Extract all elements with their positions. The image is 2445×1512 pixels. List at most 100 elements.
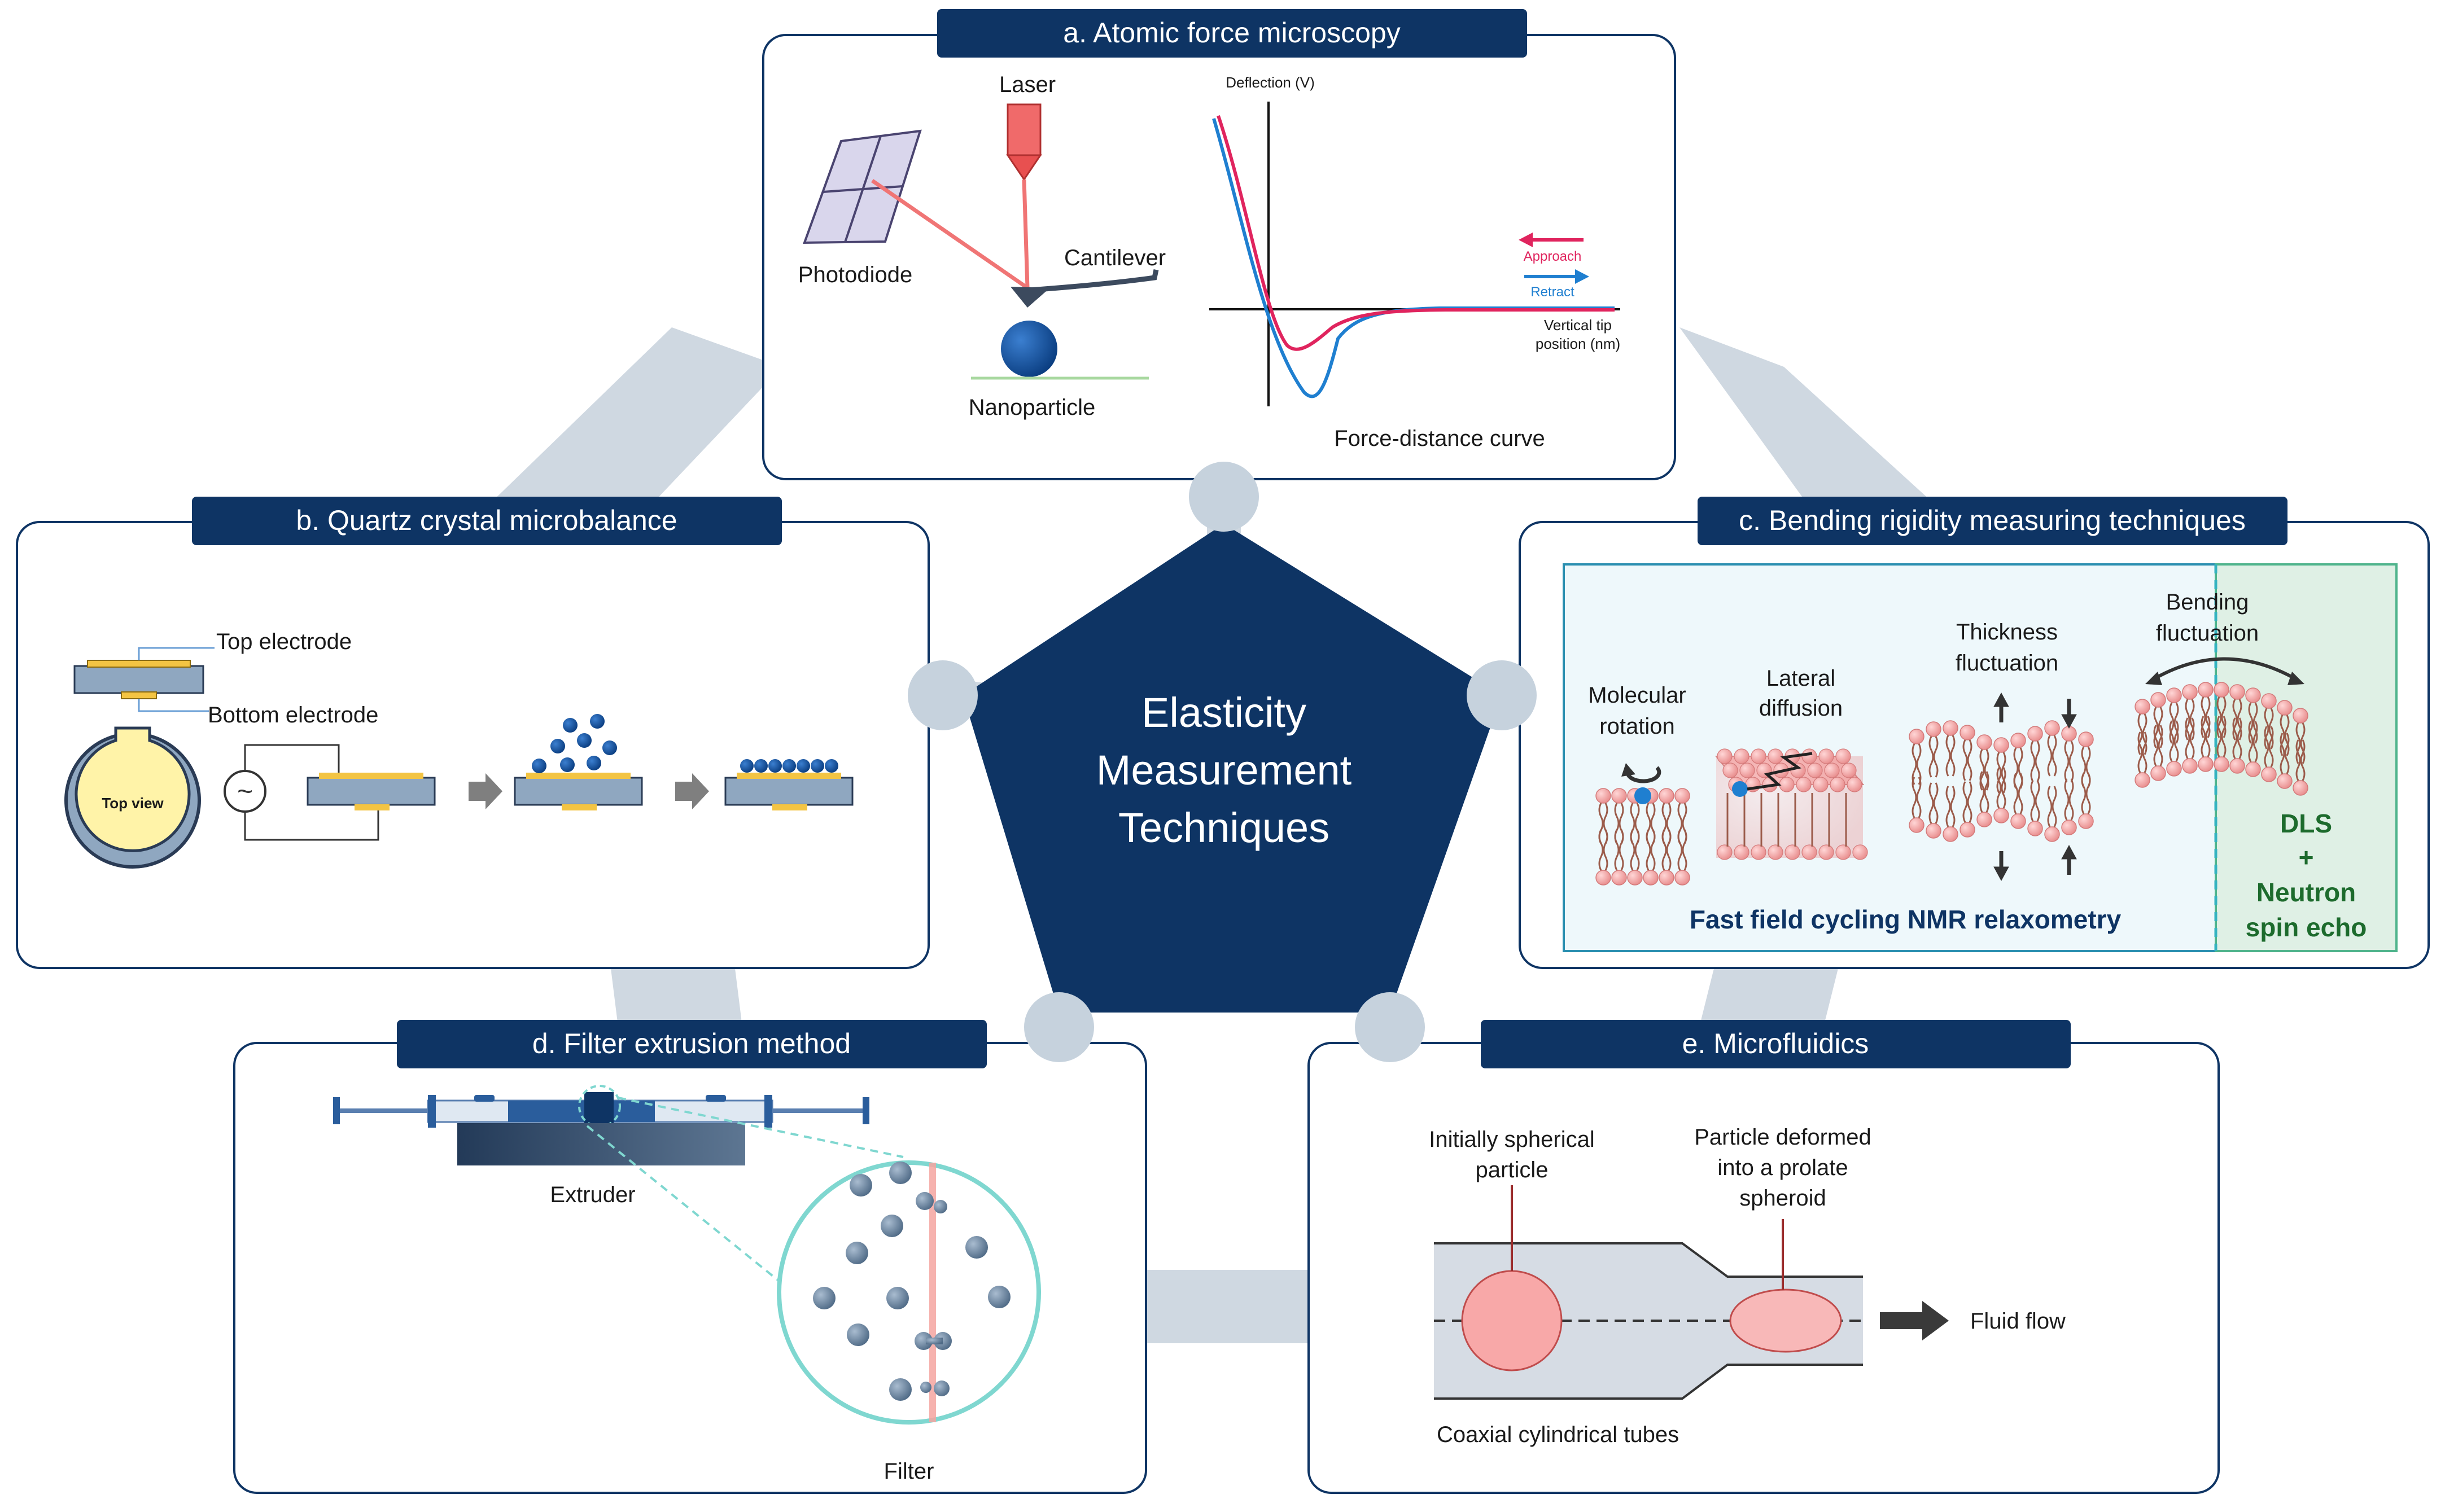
pentagon-shape <box>963 524 1502 1013</box>
vesicles <box>813 1162 1011 1401</box>
title-micro-text: e. Microfluidics <box>1682 1028 1869 1059</box>
joint-circles <box>908 462 1537 1062</box>
cantilever-icon <box>1011 269 1159 308</box>
connector-a-b <box>485 327 782 525</box>
bending-label-2: fluctuation <box>2156 621 2259 646</box>
joint-e <box>1355 992 1425 1062</box>
connector-d-e <box>1140 1270 1310 1343</box>
arrow-icon-2 <box>675 773 709 809</box>
title-afm: a. Atomic force microscopy <box>937 9 1527 58</box>
flow-arrow-icon <box>1880 1301 1949 1340</box>
spherical-particle <box>1461 1270 1563 1371</box>
force-distance-plot: Approach Retract Deflection (V) Vertical… <box>1209 74 1620 451</box>
joint-a <box>1189 462 1259 532</box>
retract-label: Retract <box>1530 284 1574 300</box>
thickness-label-1: Thickness <box>1956 620 2058 645</box>
approach-curve <box>1217 115 1615 351</box>
diffusion-path <box>1747 752 1813 791</box>
initial-label-2: particle <box>1476 1158 1549 1182</box>
deformed-label-3: spheroid <box>1739 1186 1826 1211</box>
title-filter: d. Filter extrusion method <box>397 1020 987 1068</box>
dls-label-3: Neutron <box>2256 878 2356 907</box>
qcm-circuit: ~ <box>224 714 854 841</box>
thickness-fluctuation-bilayer: Thickness fluctuation <box>1908 620 2094 882</box>
joint-b <box>908 660 978 730</box>
laser-beam-reflected <box>871 179 1029 290</box>
extruder-icon: Extruder <box>333 1085 869 1207</box>
qcm-top-view-icon: Top view <box>64 726 201 869</box>
bending-label-1: Bending <box>2166 590 2249 615</box>
microfluidic-channel: Initially spherical particle Particle de… <box>1429 1125 2066 1447</box>
adsorbing-particles <box>532 714 617 773</box>
lateral-diffusion-membrane: Lateral diffusion <box>1714 666 1868 860</box>
filter-membrane <box>929 1163 936 1422</box>
dls-region <box>2215 563 2398 952</box>
photodiode-icon <box>803 129 922 244</box>
title-qcm: b. Quartz crystal microbalance <box>192 497 782 545</box>
thickness-arrows <box>1993 692 2077 882</box>
deformed-label-1: Particle deformed <box>1694 1125 1871 1150</box>
qcm-electrode-diagram: Top electrode Bottom electrode <box>73 629 378 727</box>
molecular-label-1: Molecular <box>1588 683 1686 708</box>
molecular-label-2: rotation <box>1599 714 1674 739</box>
qcm-top-electrode-label: Top electrode <box>216 629 352 654</box>
dls-label: DLS + Neutron spin echo <box>2246 809 2367 942</box>
extruder-label: Extruder <box>550 1182 635 1207</box>
prolate-particle <box>1729 1289 1842 1353</box>
qcm-bottom-electrode-label: Bottom electrode <box>208 703 378 727</box>
bending-arrow-icon <box>2151 657 2299 682</box>
nmr-label: Fast field cycling NMR relaxometry <box>1690 905 2122 934</box>
zoom-line-2 <box>618 1097 904 1158</box>
approach-label: Approach <box>1524 249 1582 264</box>
dls-label-1: DLS <box>2280 809 2332 838</box>
center-title-line3: Techniques <box>1118 804 1329 851</box>
diffusing-lipid <box>1732 781 1748 797</box>
title-afm-text: a. Atomic force microscopy <box>1063 17 1400 49</box>
afm-setup: Laser Photodiode Cantilever Nanoparticle <box>798 72 1166 420</box>
plot-caption: Force-distance curve <box>1334 426 1545 451</box>
title-bending: c. Bending rigidity measuring techniques <box>1698 497 2287 545</box>
title-qcm-text: b. Quartz crystal microbalance <box>296 505 677 536</box>
connector-a-c <box>1679 327 1976 542</box>
lateral-label-1: Lateral <box>1766 666 1835 691</box>
tubes-label: Coaxial cylindrical tubes <box>1437 1422 1679 1447</box>
dls-label-2: + <box>2299 843 2314 872</box>
afm-nanoparticle-label: Nanoparticle <box>969 395 1096 420</box>
thickness-label-2: fluctuation <box>1956 651 2058 676</box>
deformed-label-2: into a prolate <box>1717 1155 1848 1180</box>
retract-curve <box>1212 118 1615 398</box>
initial-label-1: Initially spherical <box>1429 1127 1594 1152</box>
arrow-icon-1 <box>469 773 502 809</box>
dls-label-4: spin echo <box>2246 913 2367 942</box>
afm-photodiode-label: Photodiode <box>798 262 912 287</box>
filter-zoom: Filter <box>777 1160 1041 1484</box>
fluid-flow-label: Fluid flow <box>1970 1309 2066 1334</box>
title-filter-text: d. Filter extrusion method <box>532 1028 851 1059</box>
laser-icon <box>1006 103 1042 181</box>
center-title-line2: Measurement <box>1096 747 1352 794</box>
molecular-rotation-bilayer: Molecular rotation <box>1588 683 1691 886</box>
title-micro: e. Microfluidics <box>1481 1020 2071 1068</box>
filter-label: Filter <box>884 1459 934 1484</box>
laser-beam-down <box>1022 179 1030 288</box>
title-bending-text: c. Bending rigidity measuring techniques <box>1739 505 2246 536</box>
plot-y-label: Deflection (V) <box>1226 74 1315 91</box>
bending-fluctuation-bilayer: Bending fluctuation <box>2134 590 2309 796</box>
center-pentagon: Elasticity Measurement Techniques <box>963 524 1502 1013</box>
ac-source-icon <box>224 770 266 813</box>
adsorbed-layer <box>740 759 838 773</box>
ac-symbol: ~ <box>237 777 253 807</box>
afm-laser-label: Laser <box>999 72 1056 97</box>
highlighted-lipid <box>1634 787 1651 804</box>
afm-cantilever-label: Cantilever <box>1064 246 1166 270</box>
lateral-label-2: diffusion <box>1759 696 1843 721</box>
plot-x-label-1: Vertical tip <box>1544 317 1612 334</box>
center-title-line1: Elasticity <box>1141 689 1306 736</box>
joint-c <box>1467 660 1537 730</box>
nanoparticle-icon <box>1001 321 1057 377</box>
qcm-top-view-label: Top view <box>102 795 164 812</box>
nmr-region <box>1563 563 2217 952</box>
zoom-line-1 <box>586 1125 794 1294</box>
plot-x-label-2: position (nm) <box>1536 335 1620 352</box>
